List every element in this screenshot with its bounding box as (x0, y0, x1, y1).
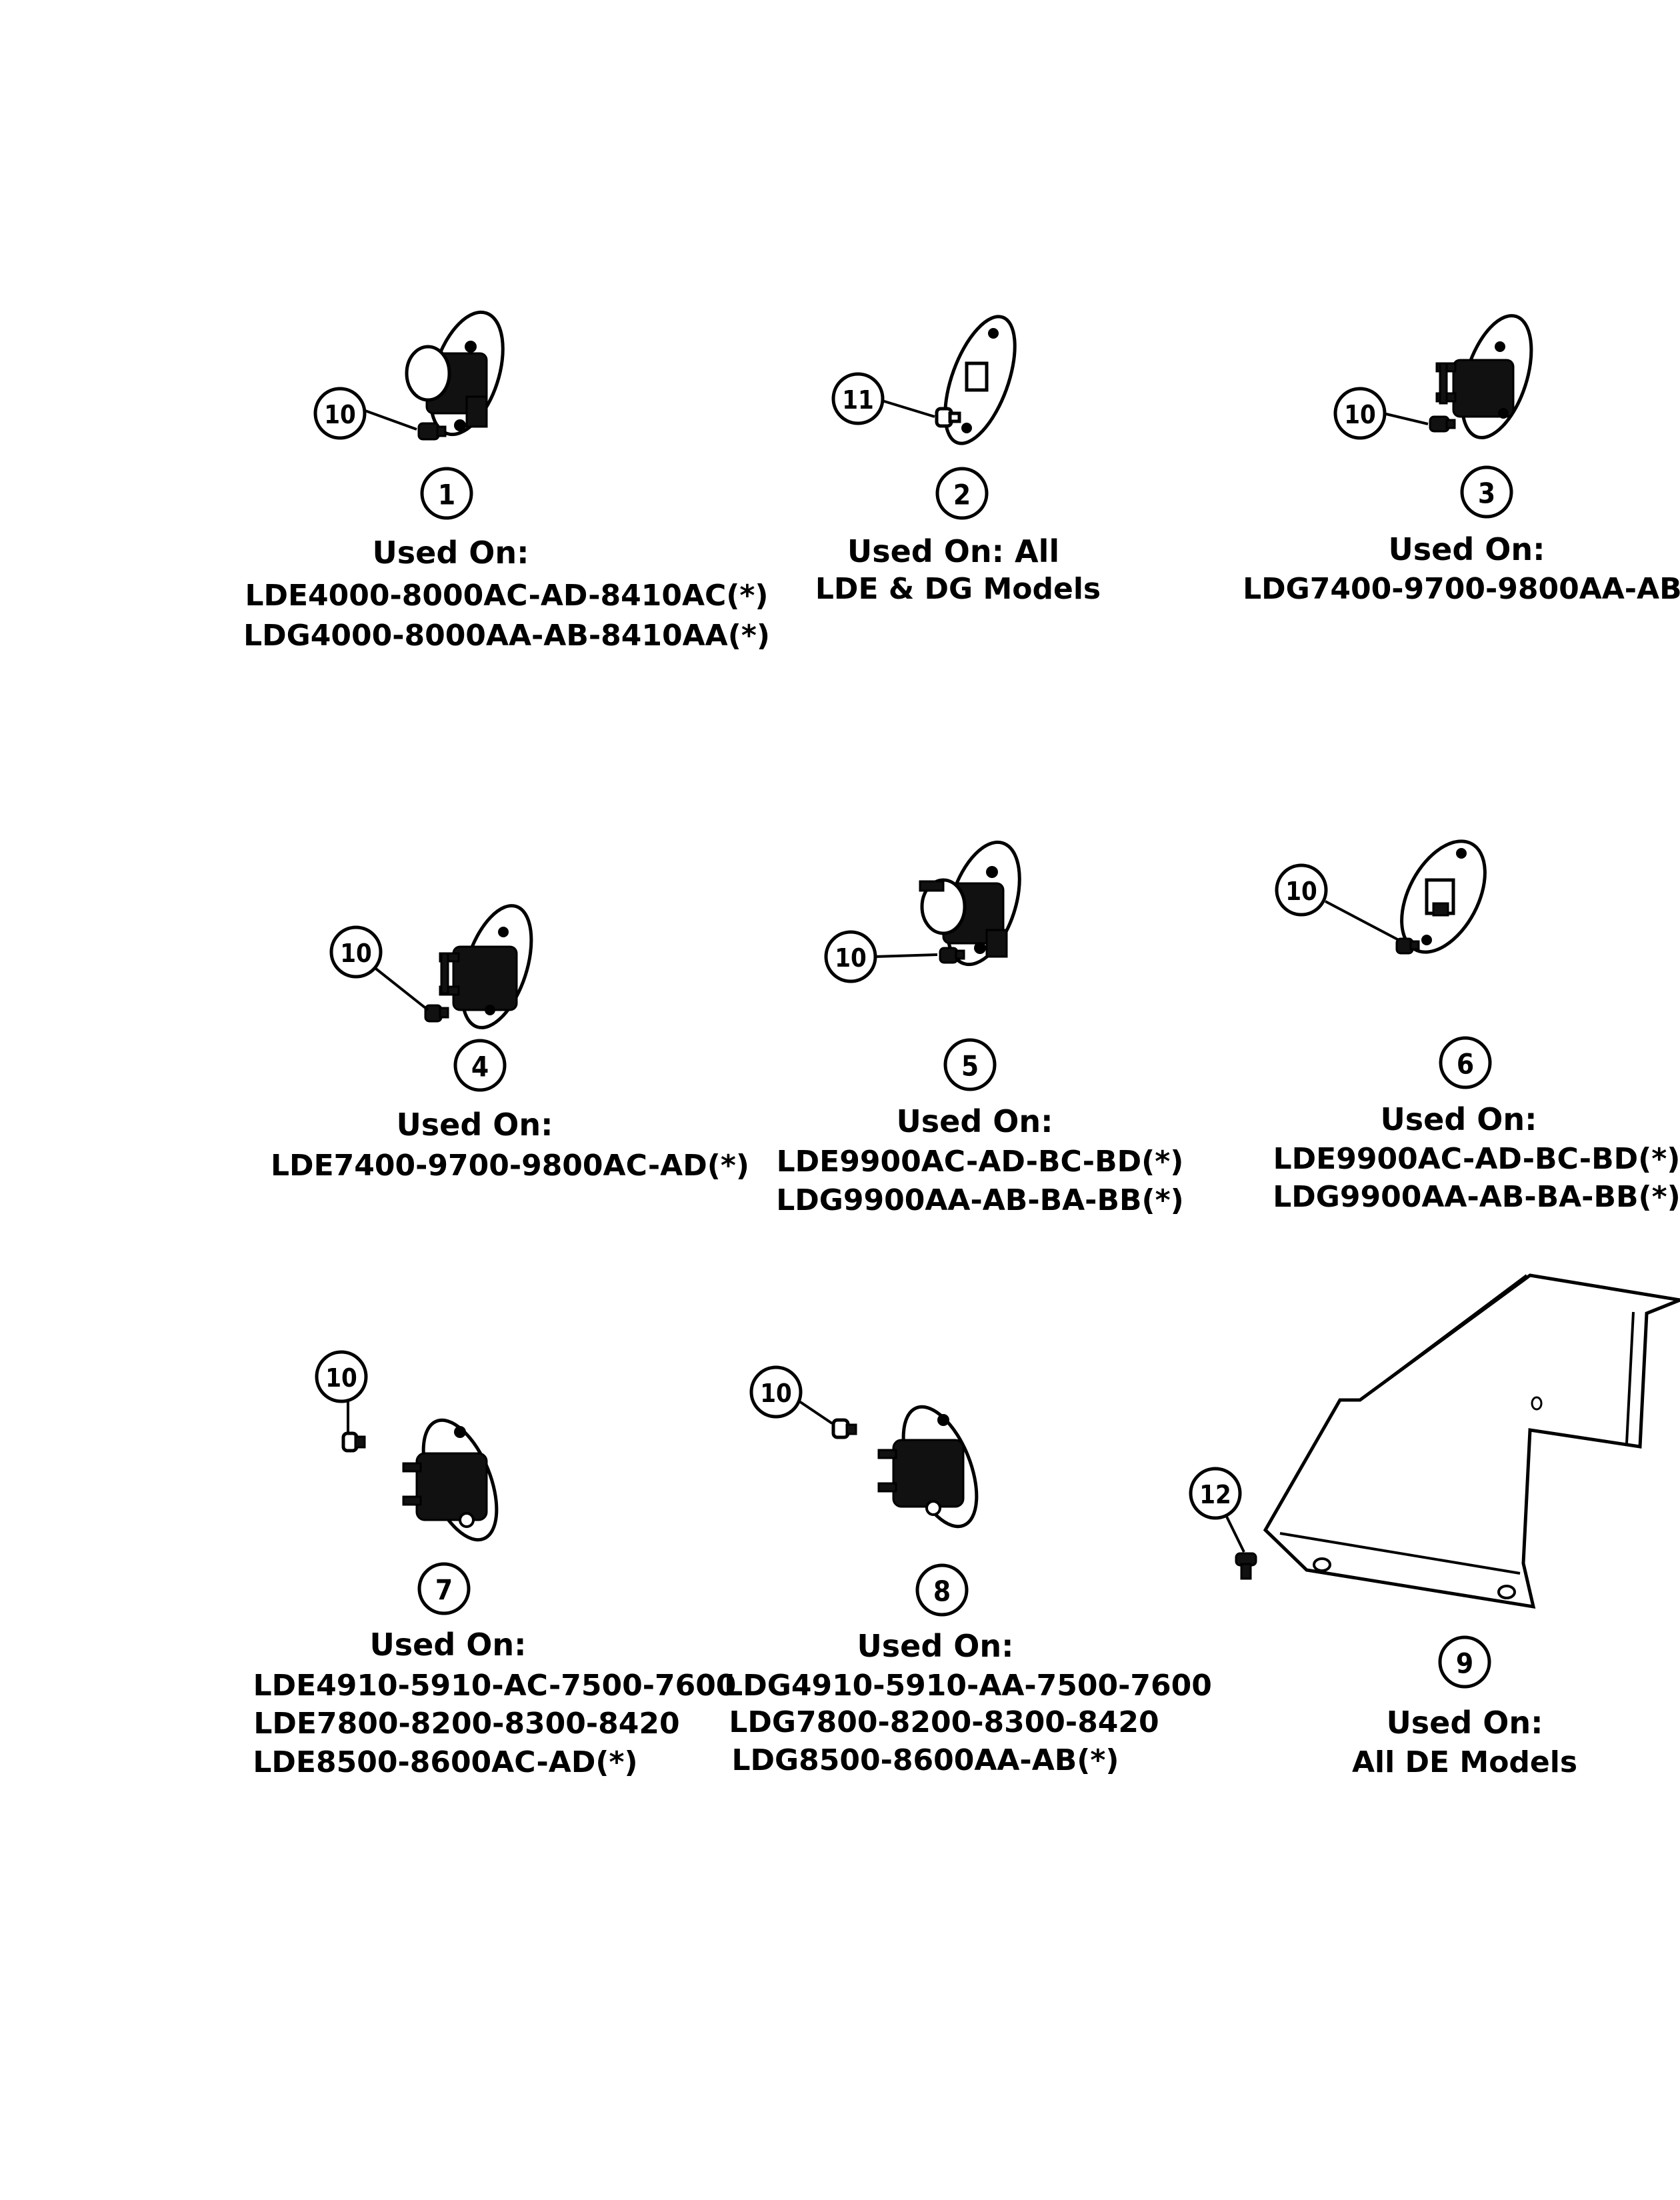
model-line-1-2: LDG4000-8000AA-AB-8410AA(*) (243, 619, 770, 653)
model-line-5-1: LDE9900AC-AD-BC-BD(*) (777, 1145, 1184, 1179)
part-number-3: 3 (1478, 477, 1495, 510)
model-line-6-1: LDE9900AC-AD-BC-BD(*) (1273, 1142, 1680, 1176)
part-4: 10 4 Used On: LDE7400-9700-9800AC-AD(*) (271, 904, 749, 1183)
screw-callout-9-label: 12 (1199, 1480, 1231, 1509)
part-number-1: 1 (438, 479, 455, 511)
part-number-2-ring (935, 467, 989, 520)
screw-callout-6 (1275, 863, 1328, 917)
part-number-4: 4 (471, 1051, 489, 1083)
model-line-3-1: LDG7400-9700-9800AA-AB(*) (1243, 572, 1680, 606)
screw-callout-4-label: 10 (340, 939, 372, 968)
callout-leader-4 (372, 965, 429, 1011)
part-2: 11 2 Used On: All LDE & DG Models (815, 315, 1101, 606)
screw-callout-1 (313, 387, 367, 440)
part-8: 10 8 Used On: LDG4910-5910-AA-7500-7600 … (724, 1365, 1212, 1777)
callout-leader-3 (1383, 412, 1429, 425)
screw-callout-5 (824, 930, 877, 983)
used-on-label-1: Used On: (372, 535, 529, 571)
part-5: 10 5 Used On: LDE9900AC-AD-BC-BD(*) LDG9… (776, 840, 1184, 1217)
part-number-7-ring (417, 1562, 471, 1615)
model-line-7-2: LDE7800-8200-8300-8420 (253, 1707, 679, 1741)
model-line-8-1: LDG4910-5910-AA-7500-7600 (724, 1669, 1212, 1703)
screw-callout-3-label: 10 (1344, 400, 1376, 429)
model-line-2-1: LDE & DG Models (815, 572, 1101, 606)
part-3: 10 3 Used On: LDG7400-9700-9800AA-AB(*) (1243, 314, 1680, 606)
thermostat-4-drawing (439, 904, 533, 1029)
part-number-4-ring (453, 1039, 507, 1092)
screw-7-drawing (341, 1431, 366, 1453)
model-line-1-1: LDE4000-8000AC-AD-8410AC(*) (245, 579, 768, 613)
screw-callout-5-label: 10 (835, 943, 867, 973)
part-number-5: 5 (961, 1050, 979, 1083)
screw-callout-2-label: 11 (842, 385, 874, 415)
callout-leader-8 (796, 1399, 833, 1425)
screw-callout-1-label: 10 (324, 400, 356, 429)
callout-leader-5 (874, 953, 938, 958)
thermostat-8-drawing (877, 1405, 979, 1529)
screw-2-drawing (935, 407, 961, 428)
screw-callout-8 (749, 1365, 803, 1419)
part-number-8-ring (915, 1563, 969, 1617)
part-number-9: 9 (1456, 1647, 1473, 1680)
callout-leader-1 (363, 409, 417, 431)
screw-3-drawing (1429, 415, 1456, 433)
callout-leader-9 (1225, 1516, 1245, 1553)
model-line-5-2: LDG9900AA-AB-BA-BB(*) (776, 1183, 1184, 1217)
part-number-1-ring (420, 467, 473, 520)
callout-leader-2 (879, 399, 935, 418)
part-number-7: 7 (435, 1574, 453, 1607)
bracket-9-drawing (1263, 1273, 1680, 1609)
thermostat-7-drawing (402, 1418, 499, 1542)
model-line-7-3: LDE8500-8600AC-AD(*) (253, 1745, 637, 1779)
screw-callout-9 (1189, 1467, 1242, 1520)
part-number-2: 2 (953, 479, 971, 511)
callout-leader-6 (1325, 900, 1399, 941)
screw-callout-7 (315, 1350, 368, 1403)
thermostat-3-drawing (1435, 314, 1533, 439)
model-line-6-2: LDG9900AA-AB-BA-BB(*) (1273, 1180, 1680, 1214)
screw-callout-3 (1333, 387, 1387, 440)
screw-callout-8-label: 10 (760, 1379, 792, 1408)
screw-callout-6-label: 10 (1285, 877, 1317, 906)
model-line-8-3: LDG8500-8600AA-AB(*) (731, 1743, 1119, 1777)
used-on-label-9: Used On: (1386, 1705, 1543, 1741)
part-number-3-ring (1460, 465, 1513, 519)
part-6: 10 6 Used On: LDE9900AC-AD-BC-BD(*) LDG9… (1273, 839, 1680, 1214)
thermostat-1-drawing (405, 310, 505, 437)
used-on-label-6: Used On: (1380, 1101, 1537, 1137)
part-9: 12 9 Used On: All DE Models (1189, 1273, 1680, 1779)
screw-8-drawing (831, 1418, 857, 1439)
screw-callout-7-label: 10 (325, 1363, 357, 1393)
model-line-8-2: LDG7800-8200-8300-8420 (729, 1705, 1159, 1739)
part-7: 10 7 Used On: LDE4910-5910-AC-7500-7600 … (253, 1350, 737, 1779)
thermostat-5-drawing (919, 840, 1021, 967)
part-number-5-ring (943, 1038, 997, 1091)
used-on-label-8: Used On: (857, 1628, 1013, 1664)
screw-callout-4 (329, 925, 383, 979)
used-on-label-3: Used On: (1388, 531, 1545, 567)
screw-6-drawing (1395, 937, 1420, 955)
used-on-label-2: Used On: All (847, 533, 1059, 569)
thermostat-6-drawing (1400, 839, 1487, 954)
part-number-8: 8 (933, 1575, 951, 1608)
part-number-9-ring (1438, 1635, 1491, 1689)
part-1: 10 1 Used On: LDE4000-8000AC-AD-8410AC(*… (243, 310, 770, 653)
screw-9-drawing (1235, 1552, 1257, 1580)
screw-callout-2 (831, 372, 885, 425)
screw-5-drawing (939, 947, 965, 964)
thermostat-2-drawing (943, 315, 1017, 445)
part-number-6: 6 (1457, 1048, 1474, 1081)
model-line-7-1: LDE4910-5910-AC-7500-7600 (253, 1669, 737, 1703)
used-on-label-4: Used On: (396, 1107, 553, 1143)
screw-4-drawing (424, 1004, 449, 1023)
model-line-4-1: LDE7400-9700-9800AC-AD(*) (271, 1149, 749, 1183)
used-on-label-5: Used On: (896, 1103, 1053, 1139)
screw-1-drawing (417, 422, 447, 441)
used-on-label-7: Used On: (369, 1627, 526, 1663)
model-line-9-1: All DE Models (1352, 1745, 1577, 1779)
part-number-6-ring (1439, 1036, 1492, 1089)
